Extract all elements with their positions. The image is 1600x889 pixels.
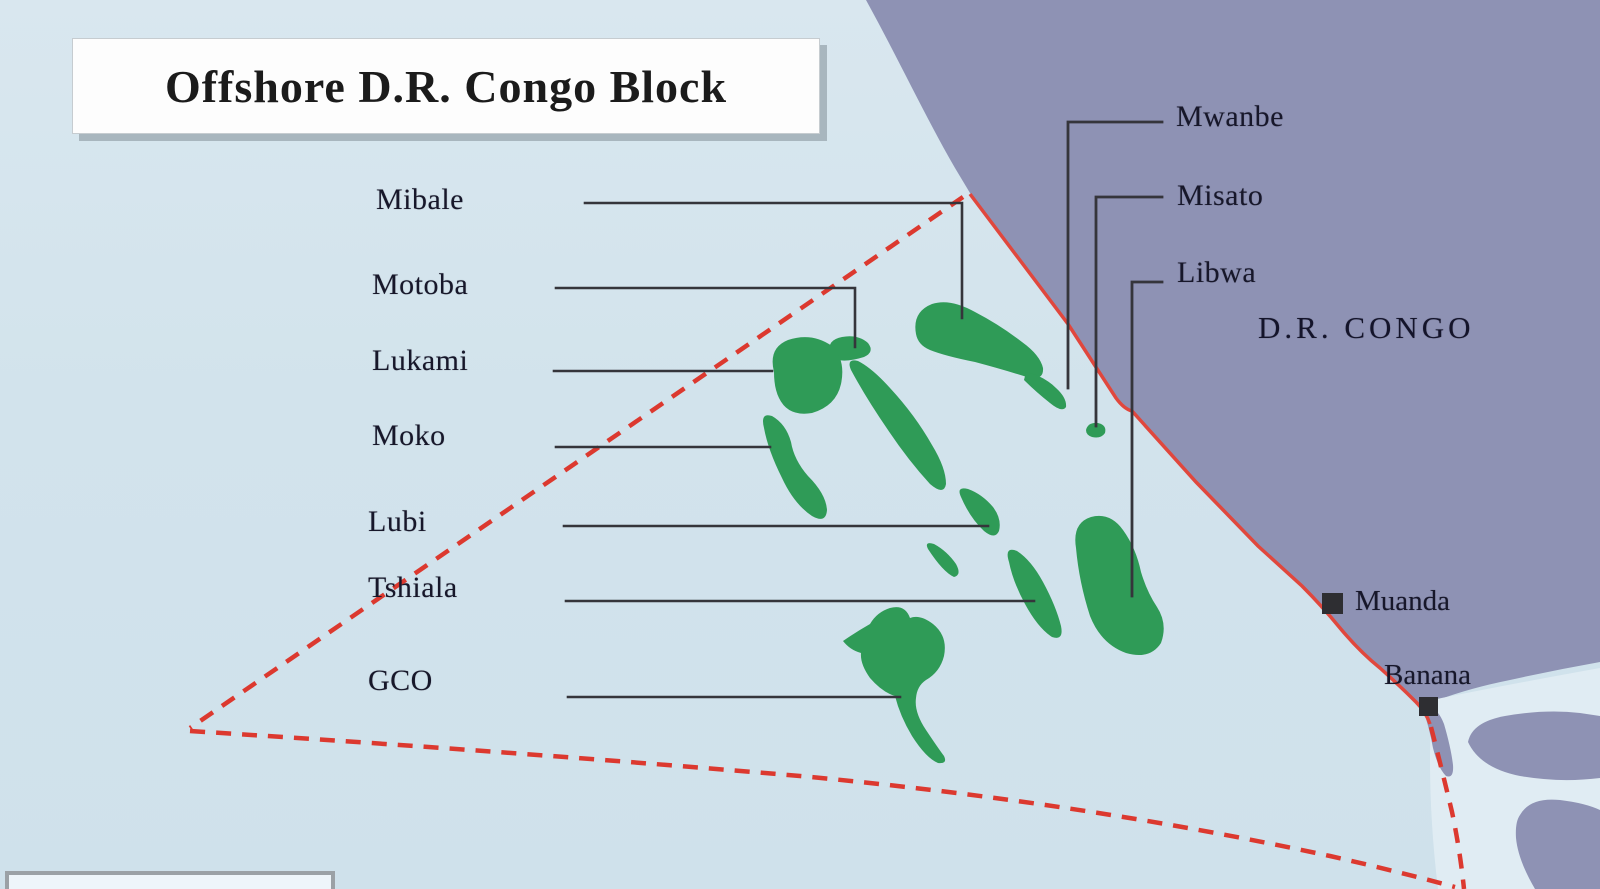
country-label: D.R. CONGO	[1258, 310, 1475, 345]
coastline-red-line	[968, 192, 1432, 725]
field-label-lubi: Lubi	[368, 505, 427, 538]
field-shape-lukami	[772, 337, 843, 414]
oil-field-shapes	[763, 302, 1164, 764]
field-shape-tshiala	[1007, 549, 1062, 638]
field-label-gco: GCO	[368, 664, 433, 697]
field-shape-mibale	[915, 302, 1044, 379]
field-label-libwa: Libwa	[1177, 256, 1257, 289]
muanda-town-marker	[1322, 593, 1343, 614]
field-shape-gco	[843, 607, 946, 764]
leader-line-misato	[1094, 195, 1164, 428]
field-label-mibale: Mibale	[376, 183, 464, 216]
field-shape-libwa	[1075, 515, 1164, 656]
mainland-landmass	[866, 0, 1600, 712]
field-label-mwanbe: Mwanbe	[1176, 100, 1284, 133]
field-shape-moko	[763, 415, 827, 519]
leader-line-mwanbe	[1066, 120, 1164, 390]
map-title-box: Offshore D.R. Congo Block	[72, 38, 820, 134]
field-shape-small	[926, 543, 959, 577]
block-boundary-dashed	[188, 195, 1467, 889]
banana-town-marker	[1419, 697, 1438, 716]
field-shape-misato-dot	[1086, 422, 1106, 438]
island-south	[1515, 799, 1600, 889]
map-title: Offshore D.R. Congo Block	[164, 60, 728, 112]
boundary-east-dashed	[1428, 726, 1467, 889]
leader-line-mibale	[583, 201, 964, 320]
leader-line-motoba	[554, 286, 857, 349]
field-label-moko: Moko	[372, 419, 446, 452]
town-label-muanda: Muanda	[1355, 585, 1451, 617]
leader-lines-right	[1066, 120, 1164, 598]
field-label-lukami: Lukami	[372, 344, 469, 377]
inset-map-frame	[5, 871, 335, 889]
field-label-misato: Misato	[1177, 179, 1264, 212]
leader-line-libwa	[1130, 280, 1164, 598]
field-label-motoba: Motoba	[372, 268, 469, 301]
field-shape-motoba-top	[829, 336, 871, 361]
field-shape-lubi	[959, 488, 1000, 536]
boundary-south-dashed	[189, 728, 1456, 889]
town-label-banana: Banana	[1384, 659, 1471, 691]
field-label-tshiala: Tshiala	[368, 571, 458, 604]
boundary-west-dashed	[188, 195, 965, 730]
field-shape-mibale-hook	[1024, 372, 1067, 410]
leader-lines-left	[552, 201, 1036, 699]
field-shape-motoba	[849, 360, 946, 490]
island-north	[1468, 711, 1600, 781]
